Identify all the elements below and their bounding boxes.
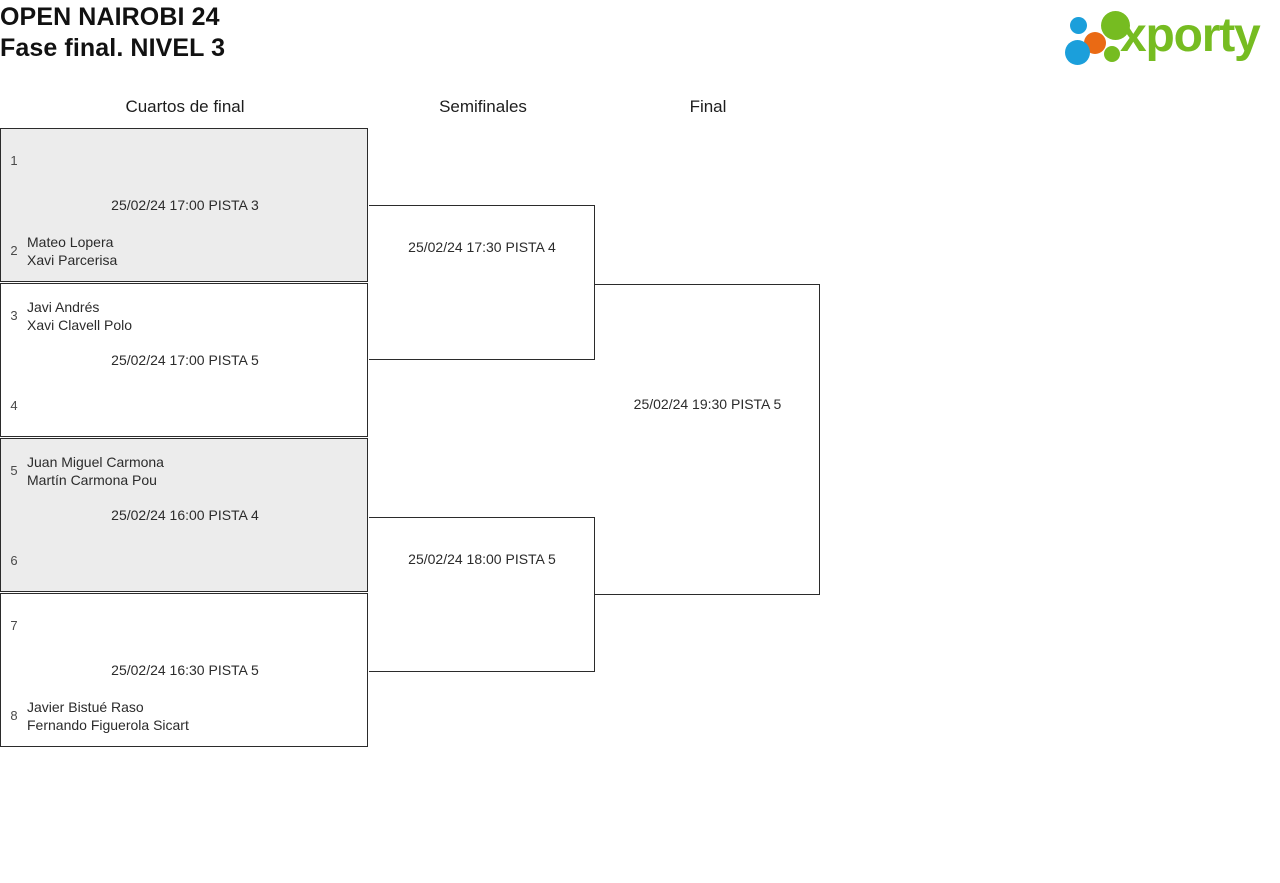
player-names: Javier Bistué Raso Fernando Figuerola Si… <box>27 698 189 734</box>
seed-number: 4 <box>10 398 18 413</box>
match-schedule: 25/02/24 16:30 PISTA 5 <box>111 662 259 678</box>
player-name-2: Xavi Parcerisa <box>27 252 118 268</box>
player-name-2: Martín Carmona Pou <box>27 472 157 488</box>
player-name-2: Fernando Figuerola Sicart <box>27 717 189 733</box>
match-slot-bottom[interactable]: 4 <box>1 386 369 426</box>
seed-number: 7 <box>10 618 18 633</box>
match-box-final[interactable]: 25/02/24 19:30 PISTA 5 <box>595 284 820 595</box>
match-slot-bottom[interactable]: 6 <box>1 541 369 581</box>
match-box-semifinal-1[interactable]: 25/02/24 17:30 PISTA 4 <box>369 205 595 360</box>
logo-dot-blue-small-icon <box>1070 17 1087 34</box>
match-schedule: 25/02/24 17:00 PISTA 3 <box>111 197 259 213</box>
tournament-title: OPEN NAIROBI 24 <box>0 3 220 31</box>
match-schedule: 25/02/24 17:30 PISTA 4 <box>408 239 556 255</box>
round-header-quarterfinals: Cuartos de final <box>125 97 245 116</box>
match-slot-bottom[interactable]: 2 Mateo Lopera Xavi Parcerisa <box>1 231 369 271</box>
match-schedule: 25/02/24 19:30 PISTA 5 <box>633 396 782 412</box>
round-header-final: Final <box>689 97 727 116</box>
match-slot-top[interactable]: 3 Javi Andrés Xavi Clavell Polo <box>1 296 369 336</box>
match-slot-bottom[interactable]: 8 Javier Bistué Raso Fernando Figuerola … <box>1 696 369 736</box>
match-slot-top[interactable]: 5 Juan Miguel Carmona Martín Carmona Pou <box>1 451 369 491</box>
match-schedule: 25/02/24 17:00 PISTA 5 <box>111 352 259 368</box>
match-box-quarterfinal-2[interactable]: 3 Javi Andrés Xavi Clavell Polo 25/02/24… <box>0 283 368 437</box>
seed-number: 3 <box>10 308 18 323</box>
player-names: Javi Andrés Xavi Clavell Polo <box>27 298 132 334</box>
xporty-logo[interactable]: xporty <box>1052 4 1274 70</box>
seed-number: 2 <box>10 243 18 258</box>
match-box-semifinal-2[interactable]: 25/02/24 18:00 PISTA 5 <box>369 517 595 672</box>
logo-wordmark: xporty <box>1120 9 1261 62</box>
player-name-1: Javi Andrés <box>27 299 100 315</box>
player-names: Mateo Lopera Xavi Parcerisa <box>27 233 117 269</box>
match-slot-top[interactable]: 1 <box>1 141 369 181</box>
tournament-bracket: 1 25/02/24 17:00 PISTA 3 2 Mateo Lopera … <box>0 128 880 768</box>
round-header-semifinals: Semifinales <box>439 97 527 116</box>
match-box-quarterfinal-1[interactable]: 1 25/02/24 17:00 PISTA 3 2 Mateo Lopera … <box>0 128 368 282</box>
logo-dots-icon <box>1060 9 1134 67</box>
player-name-2: Xavi Clavell Polo <box>27 317 133 333</box>
page-header: OPEN NAIROBI 24 Fase final. NIVEL 3 xpor… <box>0 0 1280 78</box>
match-schedule: 25/02/24 16:00 PISTA 4 <box>111 507 259 523</box>
player-name-1: Javier Bistué Raso <box>27 699 144 715</box>
player-name-1: Juan Miguel Carmona <box>27 454 164 470</box>
title-block: OPEN NAIROBI 24 Fase final. NIVEL 3 <box>0 2 225 64</box>
match-slot-top[interactable]: 7 <box>1 606 369 646</box>
tournament-subtitle: Fase final. NIVEL 3 <box>0 34 226 62</box>
match-box-quarterfinal-3[interactable]: 5 Juan Miguel Carmona Martín Carmona Pou… <box>0 438 368 592</box>
seed-number: 5 <box>10 463 18 478</box>
match-box-quarterfinal-4[interactable]: 7 25/02/24 16:30 PISTA 5 8 Javier Bistué… <box>0 593 368 747</box>
player-names: Juan Miguel Carmona Martín Carmona Pou <box>27 453 164 489</box>
player-name-1: Mateo Lopera <box>27 234 114 250</box>
seed-number: 6 <box>10 553 18 568</box>
match-schedule: 25/02/24 18:00 PISTA 5 <box>408 551 556 567</box>
logo-dot-blue-large-icon <box>1065 40 1090 65</box>
logo-dot-green-small-icon <box>1104 46 1120 62</box>
seed-number: 8 <box>10 708 18 723</box>
logo-dot-green-large-icon <box>1101 11 1130 40</box>
seed-number: 1 <box>10 153 18 168</box>
